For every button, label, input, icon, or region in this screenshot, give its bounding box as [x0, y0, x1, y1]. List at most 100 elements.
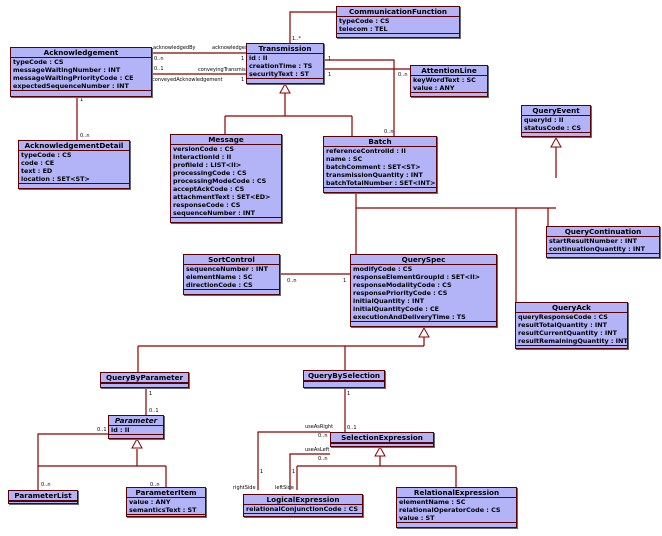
gen-selectionexpression — [296, 456, 457, 490]
class-name: QueryContinuation — [547, 227, 659, 237]
class-attribute: id : II — [111, 426, 130, 434]
class-attribute: sequenceNumber : INT — [186, 265, 268, 273]
mult-selection-01: 0..1 — [347, 425, 357, 431]
class-querybyselection[interactable]: QueryBySelection — [303, 370, 385, 388]
class-attribute: interactionId : II — [173, 153, 232, 161]
mult-batch: 0..n — [384, 129, 394, 135]
class-attribute: continuationQuantity : INT — [549, 245, 645, 253]
operations-compartment — [109, 434, 163, 437]
class-selectionexpression[interactable]: SelectionExpression — [330, 432, 434, 447]
class-attribute: messageWaitingNumber : INT — [13, 66, 121, 74]
class-attribute: processingCode : CS — [173, 169, 247, 177]
class-attribute: batchComment : SET<ST> — [326, 163, 421, 171]
class-name: SortControl — [184, 255, 279, 265]
class-message[interactable]: Message versionCode : CS interactionId :… — [170, 134, 282, 223]
class-querybyparameter[interactable]: QueryByParameter — [100, 372, 189, 388]
class-attribute: semanticsText : ST — [129, 506, 197, 514]
class-name: QuerySpec — [351, 255, 496, 265]
mult-ack-top: 0..n — [154, 56, 164, 62]
class-queryspec[interactable]: QuerySpec modifyCode : CS responseElemen… — [350, 254, 497, 327]
gen-queryspec — [137, 337, 425, 372]
label-conveyingtransmission: conveyingTransmission — [198, 67, 256, 73]
class-attribute: telecom : TEL — [339, 25, 388, 33]
class-name: SelectionExpression — [331, 433, 433, 443]
class-queryack[interactable]: QueryAck queryResponseCode : CS resultTo… — [515, 302, 628, 349]
class-attribute: securityText : ST — [249, 70, 310, 78]
class-attribute: expectedSequenceNumber : INT — [13, 82, 129, 90]
class-sortcontrol[interactable]: SortControl sequenceNumber : INT element… — [183, 254, 280, 295]
gen-arrow-parameter — [131, 437, 143, 449]
class-attribute: executionAndDeliveryTime : TS — [353, 313, 466, 321]
class-attribute: value : ANY — [413, 84, 455, 92]
class-logicalexpression[interactable]: LogicalExpression relationalConjunctionC… — [243, 494, 363, 517]
operations-compartment — [127, 514, 205, 516]
operations-compartment — [324, 187, 436, 190]
mult-transmission-commfunc: 1..* — [292, 36, 301, 42]
class-attribute: code : CE — [21, 159, 55, 167]
operations-compartment — [19, 183, 129, 186]
gen-queryevent — [355, 147, 557, 302]
mult-transmission-attention: 1 — [328, 72, 331, 78]
class-parameterlist[interactable]: ParameterList — [8, 490, 78, 504]
class-attribute: resultCurrentQuantity : INT — [518, 329, 617, 337]
class-querycontinuation[interactable]: QueryContinuation startResultNumber : IN… — [546, 226, 660, 258]
class-transmission[interactable]: Transmission id : II creationTime : TS s… — [246, 43, 324, 84]
mult-rightside: 1 — [260, 469, 263, 475]
mult-qbs-1: 1 — [347, 391, 350, 397]
class-attribute: processingModeCode : CS — [173, 177, 267, 185]
mult-sortcontrol: 0..n — [287, 278, 297, 284]
class-parameteritem[interactable]: ParameterItem value : ANY semanticsText … — [126, 487, 206, 517]
label-acknowledges: acknowledges — [212, 45, 248, 51]
class-name: QueryEvent — [522, 106, 590, 116]
mult-ackdetail: 0..n — [80, 133, 90, 139]
class-batch[interactable]: Batch referenceControlId : II name : SC … — [323, 136, 437, 193]
class-attribute: acceptAckCode : CS — [173, 185, 245, 193]
class-attribute: responsePriorityCode : CS — [353, 289, 448, 297]
mult-ack-1: 1 — [80, 97, 83, 103]
label-useasright: useAsRight — [305, 424, 333, 430]
class-attribute: profileId : LIST<II> — [173, 161, 242, 169]
class-communicationfunction[interactable]: CommunicationFunction typeCode : CS tele… — [336, 6, 460, 38]
class-attribute: resultTotalQuantity : INT — [518, 321, 607, 329]
operations-compartment — [547, 253, 659, 256]
line-parameter-parameterlist — [37, 433, 108, 490]
class-queryevent[interactable]: QueryEvent queryId : II statusCode : CS — [521, 105, 591, 137]
class-attribute: relationalConjunctionCode : CS — [246, 505, 358, 513]
class-attribute: referenceControlId : II — [326, 147, 406, 155]
class-attribute: keyWordText : SC — [413, 76, 476, 84]
class-name: Acknowledgement — [11, 48, 151, 58]
class-attentionline[interactable]: AttentionLine keyWordText : SC value : A… — [410, 65, 488, 97]
class-attribute: sequenceNumber : INT — [173, 209, 255, 217]
mult-qbp-1: 1 — [149, 391, 152, 397]
class-acknowledgement[interactable]: Acknowledgement typeCode : CS messageWai… — [10, 47, 152, 97]
class-attribute: responseModalityCode : CS — [353, 281, 452, 289]
class-attribute: initialQuantity : INT — [353, 297, 425, 305]
label-leftside: leftSide — [275, 485, 294, 491]
class-attribute: id : II — [249, 54, 268, 62]
class-attribute: startResultNumber : INT — [549, 237, 637, 245]
class-attribute: elementName : SC — [399, 498, 466, 506]
class-attribute: modifyCode : CS — [353, 265, 413, 273]
mult-useasright: 0..n — [318, 433, 328, 439]
class-name: ParameterItem — [127, 488, 205, 498]
class-name: QueryAck — [516, 303, 627, 313]
class-attribute: versionCode : CS — [173, 145, 234, 153]
label-rightside: rightSide — [233, 485, 256, 491]
class-attribute: text : ED — [21, 167, 53, 175]
class-attribute: queryId : II — [524, 116, 564, 124]
class-name: Transmission — [247, 44, 323, 54]
label-useasleft: useAsLeft — [305, 447, 329, 453]
class-attribute: responseCode : CS — [173, 201, 241, 209]
mult-leftside: 1 — [292, 469, 295, 475]
class-attribute: value : ANY — [129, 498, 171, 506]
class-acknowledgementdetail[interactable]: AcknowledgementDetail typeCode : CS code… — [18, 140, 130, 189]
label-acknowledgedby: acknowledgedBy — [153, 45, 196, 51]
class-parameter[interactable]: Parameter id : II — [108, 415, 164, 439]
class-relationalexpression[interactable]: RelationalExpression elementName : SC re… — [396, 487, 517, 528]
class-name: QueryBySelection — [304, 371, 384, 381]
gen-arrow-queryspec — [418, 326, 430, 338]
class-attribute: batchTotalNumber : SET<INT> — [326, 179, 436, 187]
gen-arrow-queryevent — [550, 136, 562, 148]
class-name: RelationalExpression — [397, 488, 516, 498]
